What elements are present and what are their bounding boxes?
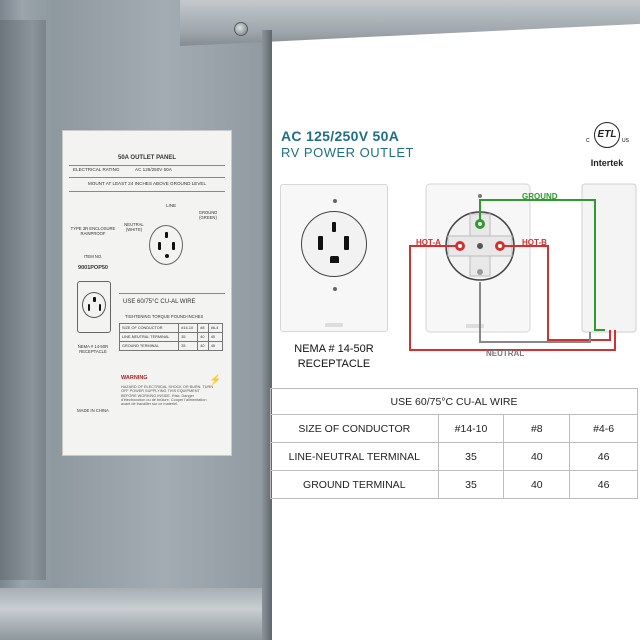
hot-slot <box>344 236 349 250</box>
table-row: LINE-NEUTRAL TERMINAL 35 40 45 <box>118 332 224 342</box>
enclosure-top-bar <box>180 0 640 46</box>
hot-slot <box>318 236 323 250</box>
table-cell: LINE-NEUTRAL TERMINAL <box>118 332 180 342</box>
table-header-cell: #8 <box>503 414 571 443</box>
label-neutral: NEUTRAL (WHITE) <box>124 222 144 232</box>
label-receptacle-drawing <box>149 225 183 265</box>
label-divider <box>119 293 225 294</box>
label-divider <box>69 191 225 192</box>
etl-logo-icon: ETL <box>594 122 620 148</box>
table-cell: 45 <box>207 341 224 351</box>
table-cell: 35 <box>437 442 505 471</box>
ground-slot <box>332 222 336 232</box>
table-cell: SIZE OF CONDUCTOR <box>118 323 180 333</box>
table-cell: GROUND TERMINAL <box>270 470 439 499</box>
label-model-number: 9001POP50 <box>78 265 108 271</box>
table-row: GROUND TERMINAL 35 40 46 <box>270 470 638 499</box>
label-rating-label: ELECTRICAL RATING <box>73 167 120 172</box>
label-torque-table: SIZE OF CONDUCTOR #14-10 #8 #6-4 LINE-NE… <box>118 323 224 351</box>
label-warning-title: WARNING <box>121 375 148 381</box>
lightning-bolt-icon: ⚡ <box>209 375 222 386</box>
hot-a-label: HOT-A <box>416 238 441 247</box>
table-header-cell: #4-6 <box>569 414 638 443</box>
center-screw <box>477 243 483 249</box>
hot-a-wire <box>409 245 616 351</box>
wire-spec-table: USE 60/75°C CU-AL WIRE SIZE OF CONDUCTOR… <box>270 388 638 499</box>
label-made-in: MADE IN CHINA <box>77 408 109 413</box>
table-row: GROUND TERMINAL 35 40 45 <box>118 341 224 351</box>
label-ground: GROUND (GREEN) <box>198 210 218 220</box>
label-nema: NEMA # 14-50R RECEPTACLE <box>77 344 109 354</box>
label-title: 50A OUTLET PANEL <box>117 155 176 161</box>
ground-label: GROUND <box>522 192 558 201</box>
enclosure-door-edge <box>262 30 272 640</box>
table-cell: 46 <box>569 442 638 471</box>
table-cell: 45 <box>207 332 224 342</box>
product-heading: AC 125/250V 50A RV POWER OUTLET <box>281 128 414 160</box>
label-enclosure-type: TYPE 3R ENCLOSURE RAINPROOF <box>70 226 116 236</box>
table-header-cell: #14-10 <box>437 414 505 443</box>
screw-icon <box>234 22 248 36</box>
table-cell: 35 <box>437 470 505 499</box>
nema-type: NEMA # 14-50R <box>294 343 374 355</box>
receptacle-label: RECEPTACLE <box>297 358 371 370</box>
product-name: RV POWER OUTLET <box>281 145 414 160</box>
table-header-cell: SIZE OF CONDUCTOR <box>270 414 439 443</box>
table-cell: #8 <box>197 323 209 333</box>
etl-c: C <box>586 138 590 144</box>
ground-wire <box>479 199 605 331</box>
table-cell: 35 <box>178 341 199 351</box>
neutral-slot <box>330 256 339 263</box>
neutral-terminal <box>477 269 483 275</box>
label-mount-note: MOUNT AT LEAST 24 INCHES ABOVE GROUND LE… <box>87 181 207 186</box>
neutral-wire <box>479 282 591 343</box>
table-row: SIZE OF CONDUCTOR #14-10 #8 #6-4 <box>118 323 224 333</box>
label-divider <box>69 177 225 178</box>
label-torque: TIGHTENING TORQUE POUND-INCHES <box>125 314 204 319</box>
table-row: LINE-NEUTRAL TERMINAL 35 40 46 <box>270 442 638 471</box>
table-cell: 40 <box>197 332 209 342</box>
table-cell: 35 <box>178 332 199 342</box>
wiring-diagram <box>409 183 637 351</box>
intertek-brand: Intertek <box>590 158 624 168</box>
enclosure-left-lip <box>0 20 46 580</box>
table-cell: #6-4 <box>207 323 224 333</box>
label-rating-value: AC 125/250V 50A <box>135 167 172 172</box>
etl-us: US <box>622 138 629 144</box>
table-cell: GROUND TERMINAL <box>118 341 180 351</box>
label-item-no: ITEM NO. <box>83 254 103 259</box>
table-cell: 46 <box>569 470 638 499</box>
receptacle-face <box>301 211 367 277</box>
table-cell: LINE-NEUTRAL TERMINAL <box>270 442 439 471</box>
hot-b-label: HOT-B <box>522 238 547 247</box>
voltage-rating: AC 125/250V 50A <box>281 128 400 144</box>
outlet-plate <box>280 184 388 332</box>
table-title-row: USE 60/75°C CU-AL WIRE <box>270 388 638 415</box>
table-title: USE 60/75°C CU-AL WIRE <box>270 388 638 415</box>
table-cell: 40 <box>197 341 209 351</box>
table-cell: 40 <box>503 442 571 471</box>
label-line: LINE <box>166 203 177 208</box>
plate-tab <box>466 324 484 328</box>
label-divider <box>69 165 225 166</box>
table-cell: #14-10 <box>178 323 199 333</box>
screw-icon <box>333 287 337 291</box>
screw-icon <box>333 199 337 203</box>
table-header-row: SIZE OF CONDUCTOR #14-10 #8 #4-6 <box>270 414 638 443</box>
receptacle-caption: NEMA # 14-50R RECEPTACLE <box>280 342 388 372</box>
screw-icon <box>478 194 482 198</box>
table-cell: 40 <box>503 470 571 499</box>
panel-label: 50A OUTLET PANEL ELECTRICAL RATING AC 12… <box>62 130 232 456</box>
label-outlet-drawing <box>77 281 111 333</box>
etl-certification-mark: ETL C US Intertek <box>586 120 630 176</box>
hot-b-wire <box>500 245 611 341</box>
plate-tab <box>325 323 343 327</box>
label-warning-text: HAZARD OF ELECTRICAL SHOCK OR BURN. TURN… <box>121 385 213 407</box>
label-wire-note: USE 60/75°C CU-AL WIRE <box>123 299 196 305</box>
neutral-label: NEUTRAL <box>486 349 525 358</box>
junction-box <box>581 183 637 333</box>
enclosure-bottom-flange <box>0 588 272 640</box>
